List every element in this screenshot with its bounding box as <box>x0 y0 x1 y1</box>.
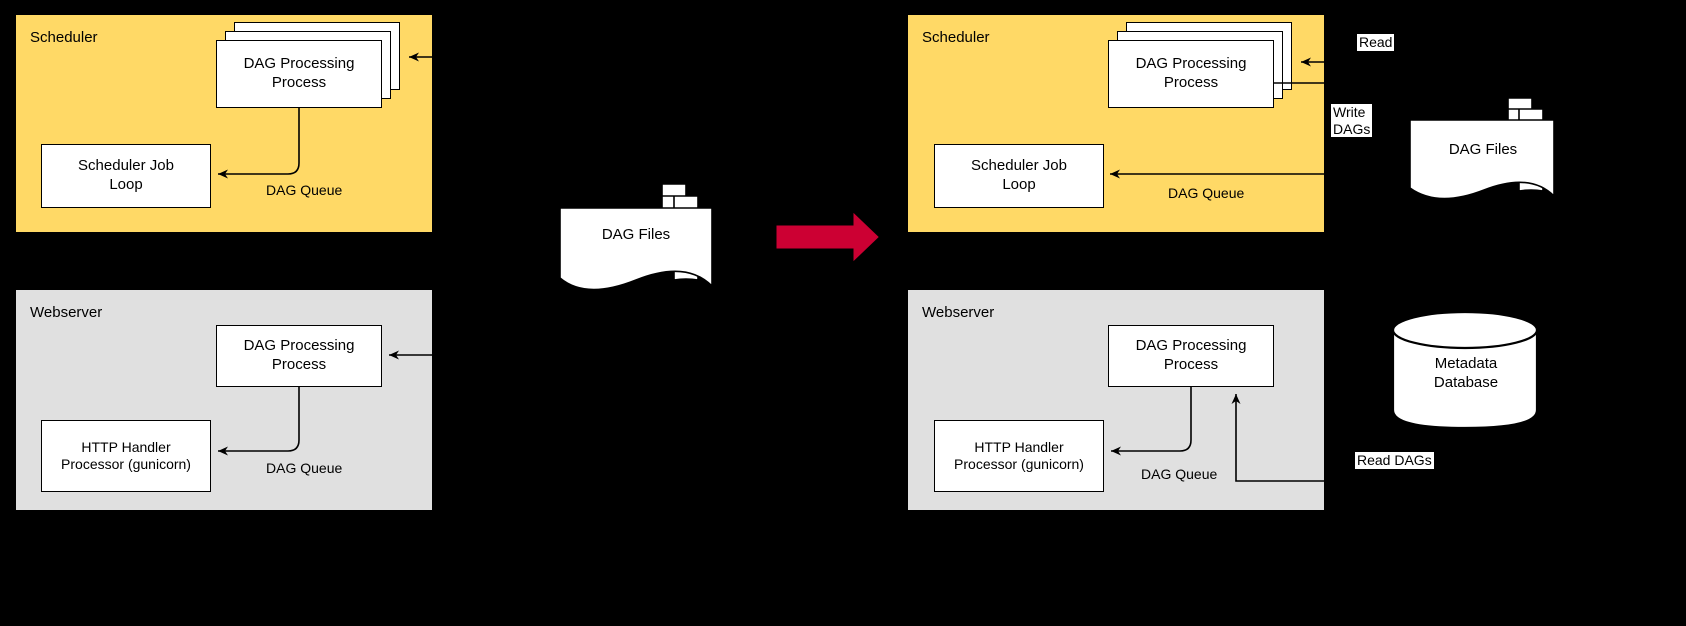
read-dags-label: Read DAGs <box>1355 452 1434 469</box>
right-scheduler-job-loop-text: Scheduler Job Loop <box>971 157 1067 193</box>
middle-dag-files-shape <box>534 182 714 292</box>
left-scheduler-job-loop: Scheduler Job Loop <box>41 144 211 208</box>
left-webserver-dag-queue-label: DAG Queue <box>266 460 343 476</box>
right-scheduler-label: Scheduler <box>922 29 990 46</box>
right-dag-files-shape <box>1386 96 1556 206</box>
right-dag-files-svg <box>1388 97 1555 200</box>
middle-dag-files-label: DAG Files <box>601 226 671 243</box>
right-webserver-http-handler-text: HTTP Handler Processor (gunicorn) <box>954 438 1084 473</box>
right-scheduler-dag-queue-label: DAG Queue <box>1168 185 1245 201</box>
right-scheduler-dag-processing-process-text: DAG Processing Process <box>1135 55 1247 91</box>
right-webserver-http-handler: HTTP Handler Processor (gunicorn) <box>934 420 1104 492</box>
left-scheduler-dag-processing-process: DAG Processing Process <box>216 40 382 108</box>
right-webserver-label: Webserver <box>922 304 995 321</box>
left-scheduler-dag-processing-process-text: DAG Processing Process <box>243 55 355 91</box>
left-webserver-dag-processing-process: DAG Processing Process <box>216 325 382 387</box>
right-scheduler-dag-processing-process: DAG Processing Process <box>1108 40 1274 108</box>
left-webserver-label: Webserver <box>30 304 103 321</box>
right-webserver-dag-processing-process: DAG Processing Process <box>1108 325 1274 387</box>
metadata-database-label: Metadata Database <box>1433 355 1499 391</box>
left-scheduler-label: Scheduler <box>30 29 98 46</box>
left-webserver-http-handler-text: HTTP Handler Processor (gunicorn) <box>61 438 191 473</box>
read-label: Read <box>1357 34 1395 51</box>
left-webserver-dag-processing-process-text: DAG Processing Process <box>243 337 355 373</box>
left-scheduler-dag-queue-label: DAG Queue <box>266 182 343 198</box>
right-dag-files-label: DAG Files <box>1448 141 1518 158</box>
middle-dag-files-svg <box>536 183 713 291</box>
right-scheduler-job-loop: Scheduler Job Loop <box>934 144 1104 208</box>
right-webserver-dag-queue-label: DAG Queue <box>1141 466 1218 482</box>
transition-arrow <box>776 212 879 262</box>
write-dags-label: Write DAGs <box>1331 104 1373 138</box>
right-webserver-dag-processing-process-text: DAG Processing Process <box>1135 337 1247 373</box>
left-webserver-http-handler: HTTP Handler Processor (gunicorn) <box>41 420 211 492</box>
left-scheduler-job-loop-text: Scheduler Job Loop <box>78 157 174 193</box>
